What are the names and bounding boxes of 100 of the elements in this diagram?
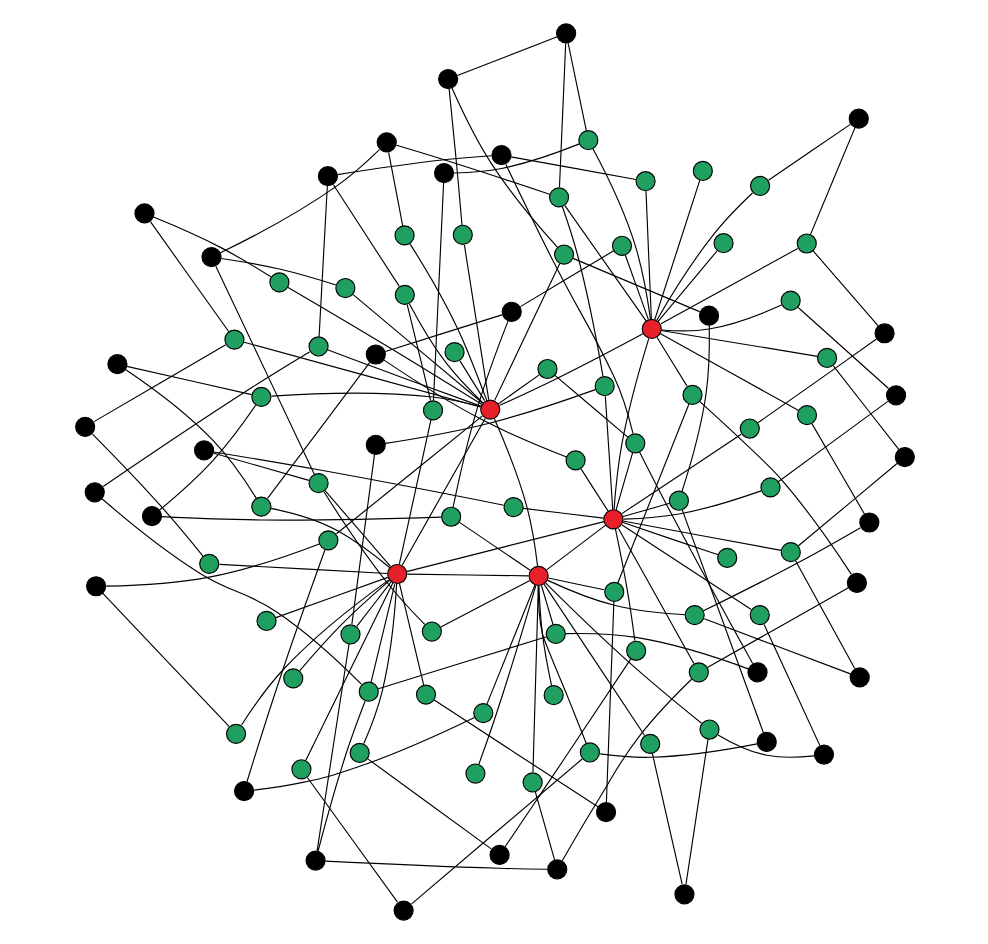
- connector: [616, 527, 694, 665]
- node-circle: [812, 744, 834, 765]
- connector: [680, 509, 763, 734]
- connector: [317, 185, 327, 338]
- connector: [400, 417, 485, 566]
- connector: [158, 404, 256, 511]
- node-circle: [375, 132, 396, 153]
- node-circle: [667, 490, 688, 511]
- connector: [650, 752, 682, 886]
- node-circle: [432, 163, 454, 184]
- node-circle: [577, 130, 598, 151]
- connector: [498, 333, 643, 406]
- node-circle: [451, 224, 472, 245]
- node-circle: [500, 301, 521, 322]
- node-circle: [140, 506, 162, 527]
- connector: [458, 360, 485, 402]
- connector: [810, 423, 865, 515]
- connector: [705, 587, 848, 669]
- connector: [269, 507, 390, 569]
- connector: [776, 400, 888, 483]
- connector: [362, 583, 397, 745]
- node-circle: [697, 305, 719, 326]
- connector: [521, 507, 603, 519]
- node-circle: [527, 565, 548, 587]
- connector: [492, 417, 538, 567]
- connector: [545, 524, 606, 571]
- connector: [269, 392, 481, 408]
- node-circle: [748, 175, 770, 197]
- node-circle: [748, 605, 769, 626]
- connector: [702, 618, 850, 675]
- node-circle: [624, 433, 645, 454]
- connector: [331, 184, 399, 287]
- connector: [431, 182, 444, 401]
- connector: [485, 584, 535, 705]
- connector: [533, 791, 555, 861]
- connector: [477, 584, 536, 765]
- node-circle: [479, 399, 500, 420]
- node-circle: [437, 68, 458, 90]
- node-circle: [746, 662, 767, 683]
- connector: [621, 502, 670, 518]
- node-circle: [555, 23, 576, 44]
- node-circle: [546, 859, 567, 880]
- connector: [90, 433, 203, 557]
- connector: [462, 244, 489, 401]
- node-circle: [421, 400, 443, 421]
- node-circle: [602, 509, 623, 530]
- node-circle: [610, 235, 632, 256]
- node-circle: [779, 290, 800, 311]
- connector: [536, 585, 586, 745]
- connector: [504, 163, 633, 435]
- connector: [298, 579, 390, 672]
- connector: [531, 585, 538, 773]
- connector: [831, 365, 899, 450]
- connector: [619, 433, 741, 515]
- connector: [286, 286, 482, 406]
- connector: [621, 522, 718, 556]
- connector: [304, 582, 393, 761]
- node-circle: [290, 759, 311, 780]
- node-circle: [625, 640, 646, 661]
- node-circle: [683, 605, 704, 626]
- node-circle: [873, 323, 894, 344]
- node-circle: [738, 418, 759, 439]
- connector: [638, 451, 753, 665]
- node-circle: [440, 506, 461, 527]
- connector: [366, 758, 491, 850]
- node-circle: [364, 344, 385, 365]
- connector: [394, 144, 550, 195]
- connector: [334, 415, 482, 535]
- connector: [397, 582, 424, 686]
- connector: [698, 400, 851, 575]
- connector: [756, 338, 876, 424]
- node-circle: [490, 145, 511, 166]
- connector: [274, 576, 388, 619]
- connector: [382, 359, 567, 458]
- connector: [546, 577, 604, 591]
- connector: [564, 632, 748, 670]
- node-circle: [716, 547, 737, 568]
- node-circle: [334, 278, 355, 299]
- node-circle: [639, 733, 660, 754]
- connector: [323, 489, 391, 567]
- node-circle: [464, 763, 485, 784]
- connector: [660, 304, 781, 332]
- node-circle: [634, 171, 655, 192]
- connector: [457, 521, 531, 572]
- node-circle: [357, 681, 378, 702]
- node-circle: [547, 187, 569, 208]
- node-circle: [488, 844, 509, 866]
- node-circle: [223, 329, 244, 350]
- connector: [152, 216, 271, 278]
- node-circle: [691, 160, 712, 182]
- connector: [125, 365, 252, 396]
- connector: [493, 263, 560, 401]
- connector: [579, 468, 608, 512]
- node-circle: [106, 354, 127, 375]
- node-circle: [521, 772, 542, 793]
- connector: [355, 581, 391, 627]
- connector: [658, 333, 799, 412]
- connector: [405, 573, 529, 577]
- node-circle: [420, 621, 441, 642]
- connector: [537, 585, 552, 687]
